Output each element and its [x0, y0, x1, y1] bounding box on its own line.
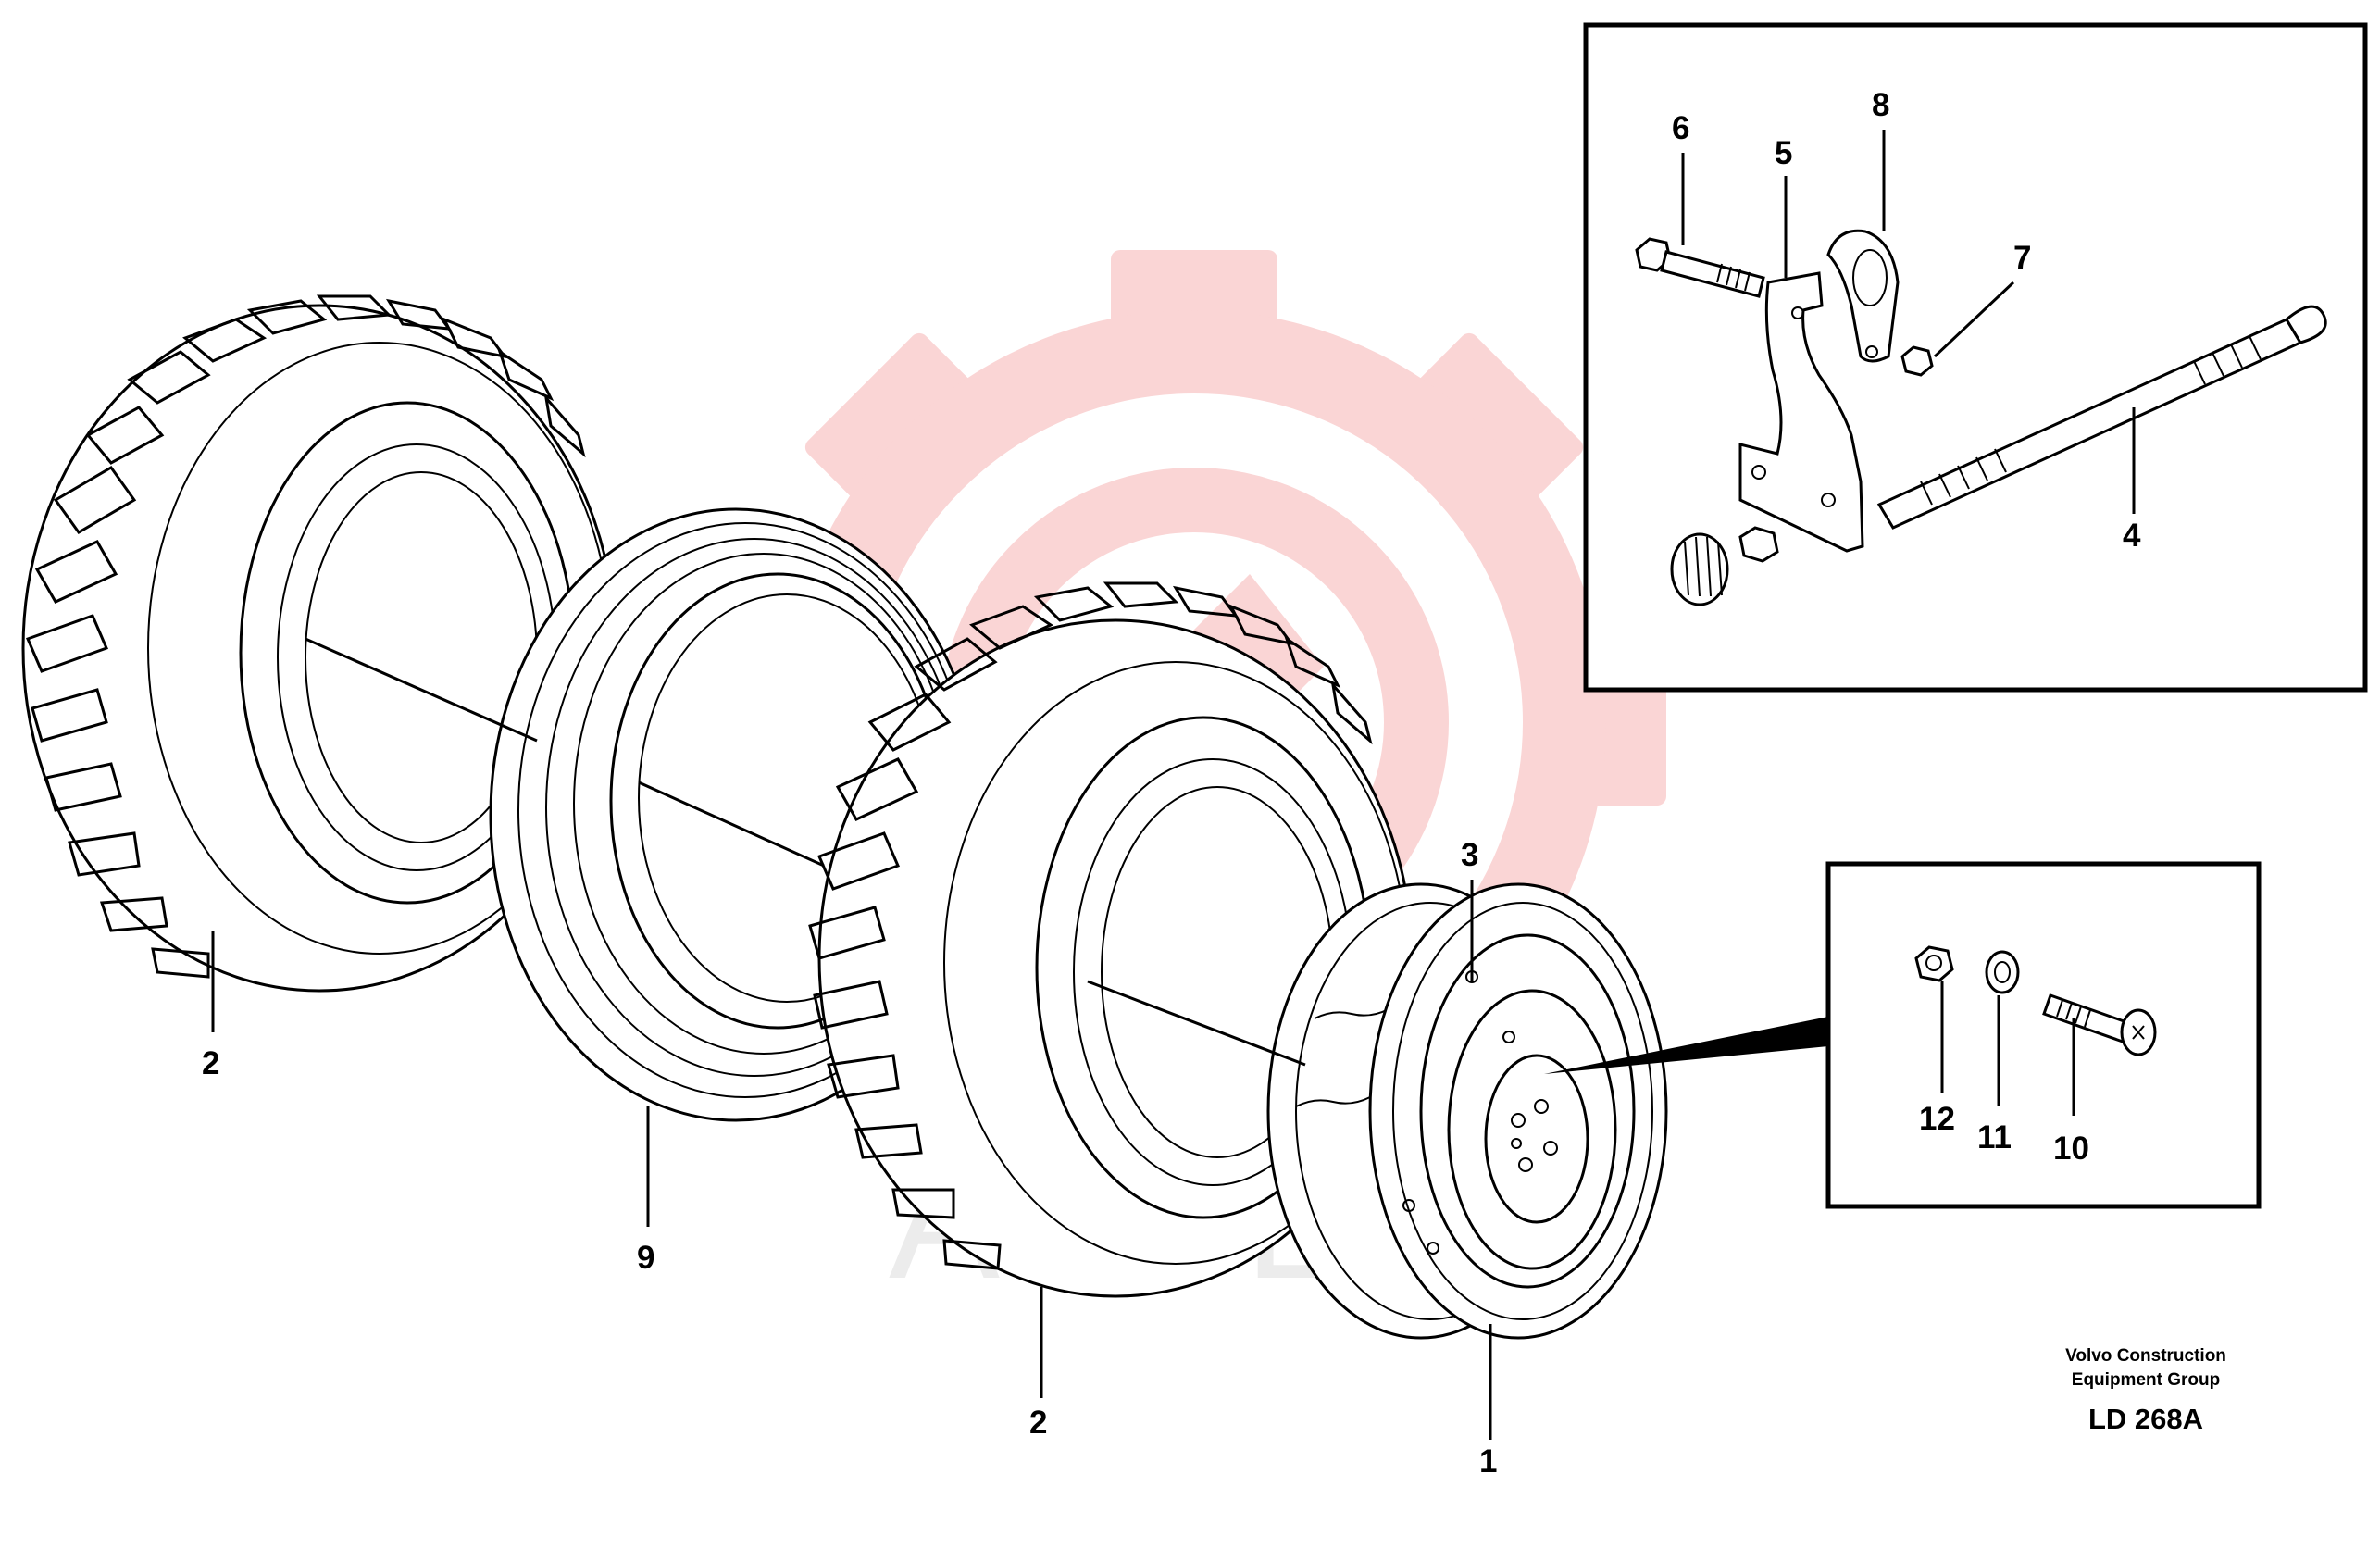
callout-3: 3 [1461, 837, 1478, 873]
callout-2-front: 2 [1029, 1405, 1047, 1441]
callout-8: 8 [1872, 87, 1889, 123]
bolt-detail-parts [1914, 945, 2157, 1116]
axis-line-2 [638, 781, 825, 868]
callout-12: 12 [1919, 1101, 1955, 1137]
callout-4: 4 [2123, 518, 2141, 554]
rim-wheel [1368, 882, 1668, 1340]
callout-11: 11 [1977, 1119, 2012, 1156]
callout-2-left: 2 [202, 1045, 219, 1081]
bolt-detail-box [1825, 861, 2262, 1209]
detail-pointer [1544, 1017, 1828, 1074]
callout-7: 7 [2013, 240, 2031, 276]
callout-5: 5 [1775, 135, 1792, 171]
valve-detail-parts [1635, 130, 2327, 606]
drawing-number: LD 268A [2088, 1403, 2203, 1435]
callout-9: 9 [637, 1240, 654, 1276]
callout-6: 6 [1672, 110, 1689, 146]
callout-10: 10 [2053, 1131, 2089, 1167]
main-leader-lines [211, 880, 1492, 1440]
caption-line-1: Volvo Construction [2065, 1346, 2226, 1366]
axis-line-3 [1087, 980, 1306, 1067]
caption-line-2: Equipment Group [2072, 1370, 2220, 1390]
callout-1: 1 [1479, 1443, 1497, 1480]
axis-line-1 [305, 637, 538, 743]
